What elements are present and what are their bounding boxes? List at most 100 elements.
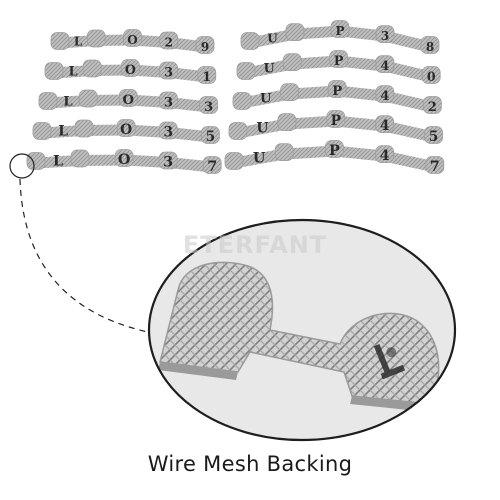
strip-character: 3: [204, 100, 213, 115]
strip-pad: [82, 59, 102, 78]
strip-character: U: [267, 32, 278, 46]
strip-pad: [277, 113, 297, 132]
strip-pad: [38, 92, 58, 110]
strip-character: 2: [428, 100, 437, 115]
strip-character: U: [253, 150, 266, 167]
strip-character: O: [118, 151, 131, 168]
strip-character: 4: [380, 147, 390, 164]
strip-character: O: [127, 33, 137, 47]
strip-pad: [197, 66, 217, 84]
strip-pad: [228, 122, 248, 140]
strip-character: L: [53, 153, 63, 170]
strip-pad: [326, 110, 346, 128]
strip-character: L: [58, 124, 68, 140]
strip-pad: [330, 20, 350, 38]
strip-character: L: [63, 95, 72, 110]
strip-character: P: [334, 53, 344, 68]
strip-pad: [240, 32, 260, 50]
strip-pad: [121, 59, 140, 77]
strip-pad: [158, 121, 178, 140]
strip-pad: [327, 80, 347, 98]
strip-pad: [123, 29, 142, 47]
strip-pad: [375, 85, 395, 104]
strip-pad: [375, 55, 395, 74]
strip-pad: [118, 89, 138, 107]
strip-pad: [50, 32, 70, 50]
strip-character: P: [335, 24, 344, 38]
strip-pad: [44, 62, 64, 80]
strip-pad: [70, 149, 90, 168]
zoomed-mesh-tab: [159, 261, 440, 405]
zoom-bubble: [147, 218, 457, 442]
strip-character: 4: [380, 89, 389, 104]
dashed-circle-icon: [9, 153, 35, 179]
strip-character: 3: [163, 124, 173, 140]
strip-pad: [158, 151, 178, 170]
strip-pad: [32, 122, 52, 140]
strip-character: 0: [427, 69, 436, 84]
strip-pad: [26, 152, 46, 170]
mesh-strip: U P 3 8: [240, 20, 440, 54]
strip-pad: [420, 36, 440, 54]
strip-character: 8: [426, 40, 434, 54]
strip-pad: [116, 119, 136, 137]
mesh-strip: U P 4 2: [232, 80, 442, 115]
caption-text: Wire Mesh Backing: [147, 452, 353, 476]
watermark-text: ETERFANT: [182, 231, 328, 259]
mesh-strip: L O 3 3: [38, 89, 219, 115]
strip-pad: [375, 115, 395, 134]
strip-character: 1: [202, 69, 211, 84]
strip-character: L: [74, 35, 83, 49]
strip-pad: [329, 50, 349, 68]
strip-pad: [421, 66, 441, 84]
strip-character: P: [331, 113, 342, 129]
strip-character: 7: [207, 158, 217, 175]
strip-pad: [422, 96, 442, 114]
strip-pad: [274, 143, 294, 162]
strip-pad: [232, 92, 252, 110]
strip-character: O: [120, 122, 132, 138]
strip-pad: [195, 36, 215, 54]
dashed-curve-icon: [19, 178, 149, 333]
strip-character: O: [125, 62, 136, 77]
strip-character: 3: [381, 29, 389, 43]
zoomed-letter-mark: [373, 344, 406, 380]
mesh-strip: L O 3 5: [32, 119, 220, 145]
strip-character: 7: [430, 158, 440, 175]
strip-character: 3: [164, 95, 173, 110]
strip-pad: [74, 119, 94, 138]
strip-pad: [159, 61, 179, 80]
strip-pad: [280, 83, 300, 102]
strip-pad: [200, 126, 220, 144]
strip-pad: [199, 96, 219, 114]
strip-pad: [424, 126, 444, 144]
strip-pad: [236, 62, 256, 80]
strip-character: U: [264, 61, 275, 76]
strip-character: 4: [381, 58, 390, 73]
strip-character: 2: [165, 35, 173, 49]
strip-pad: [224, 152, 244, 170]
strip-pad: [375, 145, 395, 164]
strip-character: O: [123, 93, 135, 108]
strip-character: P: [332, 84, 342, 99]
strip-pad: [285, 23, 305, 42]
strip-character: L: [69, 64, 78, 79]
strip-pad: [78, 89, 98, 108]
strip-pad: [114, 149, 134, 167]
strip-pad: [202, 156, 222, 174]
mesh-strip: L O 3 7: [26, 149, 222, 175]
strip-character: 5: [206, 129, 216, 145]
strip-character: 5: [429, 129, 439, 145]
mesh-strip: U P 4 0: [236, 50, 441, 84]
strip-character: 3: [164, 64, 173, 79]
mesh-strip: U P 4 5: [228, 110, 444, 145]
strip-character: 4: [380, 118, 390, 134]
strip-pad: [282, 53, 302, 72]
strip-character: 3: [163, 153, 173, 170]
strip-character: U: [256, 121, 268, 137]
strip-character: U: [260, 92, 272, 107]
